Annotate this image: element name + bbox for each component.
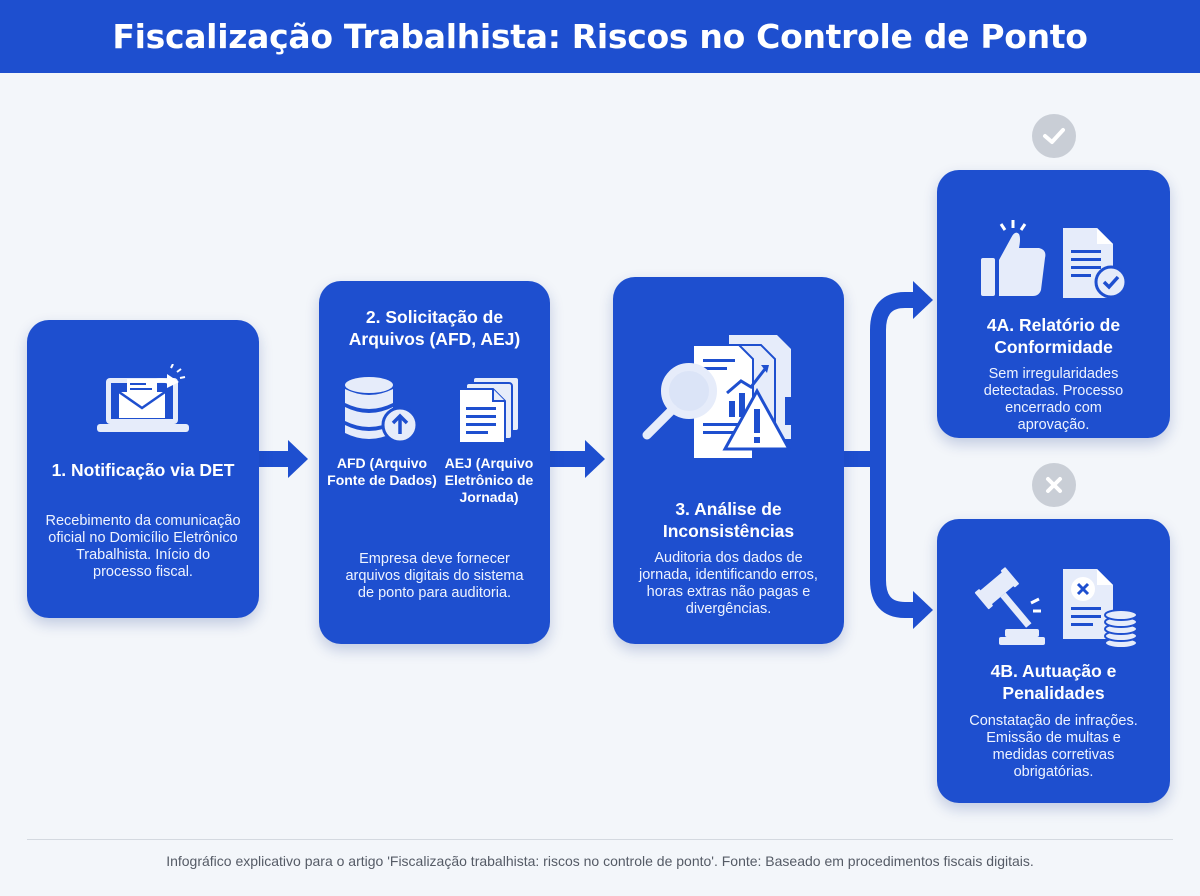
page-title: Fiscalização Trabalhista: Riscos no Cont… (112, 17, 1088, 56)
step-4b-description: Constatação de infrações. Emissão de mul… (969, 713, 1138, 780)
afd-label: AFD (Arquivo Fonte de Dados) (327, 455, 437, 488)
arrow-branch-4a-head (913, 281, 933, 319)
aej-label: AEJ (Arquivo Eletrônico de Jornada) (444, 455, 534, 505)
database-upload-icon (343, 375, 423, 450)
document-x-coins-icon (1059, 567, 1143, 656)
step-4a-description: Sem irregularidades detectadas. Processo… (983, 366, 1124, 433)
arrow-branch-4b-head (913, 591, 933, 629)
step-4a-title: 4A. Relatório de Conformidade (986, 315, 1121, 357)
step-1-description: Recebimento da comunicação oficial no Do… (45, 513, 241, 580)
step-4b-card: 4B. Autuação e Penalidades Constatação d… (937, 519, 1170, 803)
thumbs-up-icon (977, 218, 1049, 305)
step-3-title: 3. Análise de Inconsistências (662, 499, 795, 541)
gavel-icon (969, 567, 1053, 652)
magnifier-report-warning-icon (637, 331, 827, 476)
x-icon (1032, 463, 1076, 507)
step-3-card: 3. Análise de Inconsistências Auditoria … (613, 277, 844, 644)
documents-stack-icon (455, 375, 525, 450)
check-icon (1032, 114, 1076, 158)
step-1-title: 1. Notificação via DET (51, 460, 235, 480)
footer-caption: Infográfico explicativo para o artigo 'F… (166, 853, 1034, 869)
step-4a-card: 4A. Relatório de Conformidade Sem irregu… (937, 170, 1170, 438)
header-bar: Fiscalização Trabalhista: Riscos no Cont… (0, 0, 1200, 73)
step-2-card: 2. Solicitação de Arquivos (AFD, AEJ) AF… (319, 281, 550, 644)
branch-up-path (870, 292, 915, 459)
step-2-description: Empresa deve fornecer arquivos digitais … (345, 551, 524, 601)
step-1-card: 1. Notificação via DET Recebimento da co… (27, 320, 259, 618)
arrow-2-3-shaft (549, 451, 587, 467)
step-3-description: Auditoria dos dados de jornada, identifi… (639, 550, 818, 617)
document-check-icon (1059, 226, 1131, 307)
step-2-title: 2. Solicitação de Arquivos (AFD, AEJ) (348, 307, 521, 349)
arrow-1-2-shaft (258, 451, 290, 467)
arrow-2-3-head (585, 440, 605, 478)
footer-divider (27, 839, 1173, 840)
branch-down-path (870, 459, 915, 618)
laptop-envelope-icon (91, 363, 201, 449)
step-4b-title: 4B. Autuação e Penalidades (990, 661, 1117, 703)
arrow-1-2-head (288, 440, 308, 478)
